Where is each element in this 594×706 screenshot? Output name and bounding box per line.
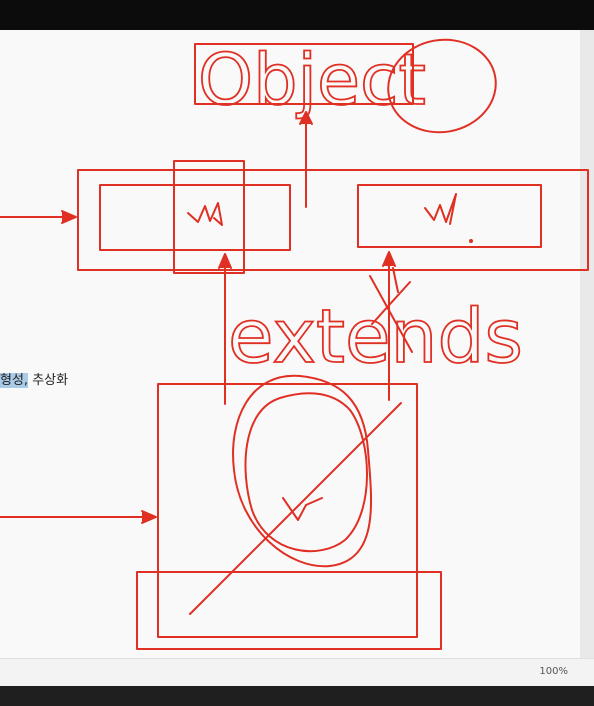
cross-out-mark [369, 267, 413, 353]
object-circle [387, 38, 497, 134]
parent-field-box-right [357, 184, 542, 248]
parent-field-box-left [99, 184, 291, 251]
object-box [194, 43, 414, 105]
document-text-line: 형성, 추상화 [0, 369, 68, 388]
check-mark-center [282, 497, 323, 521]
object-label: Object [198, 39, 426, 121]
taskbar-strip [0, 686, 594, 706]
zoom-level[interactable]: 100% [539, 666, 568, 677]
highlighted-text[interactable]: 형성, [0, 373, 29, 388]
scribble-circle-2 [244, 392, 368, 553]
body-text: 추상화 [28, 373, 69, 388]
extends-label: extends [228, 294, 523, 380]
strike-through-line [189, 402, 402, 615]
document-canvas[interactable] [0, 30, 594, 658]
scribble-circle-1 [232, 374, 373, 568]
child-bottom-box [136, 571, 442, 650]
parent-class-box [77, 169, 589, 271]
selected-field-box [173, 160, 245, 274]
document-scrollbar-gutter[interactable] [580, 30, 594, 658]
window-top-bar [0, 0, 594, 30]
child-class-box [157, 383, 418, 638]
check-mark-right [424, 193, 457, 225]
check-mark-left [187, 202, 223, 226]
status-bar: 100% [0, 658, 594, 687]
